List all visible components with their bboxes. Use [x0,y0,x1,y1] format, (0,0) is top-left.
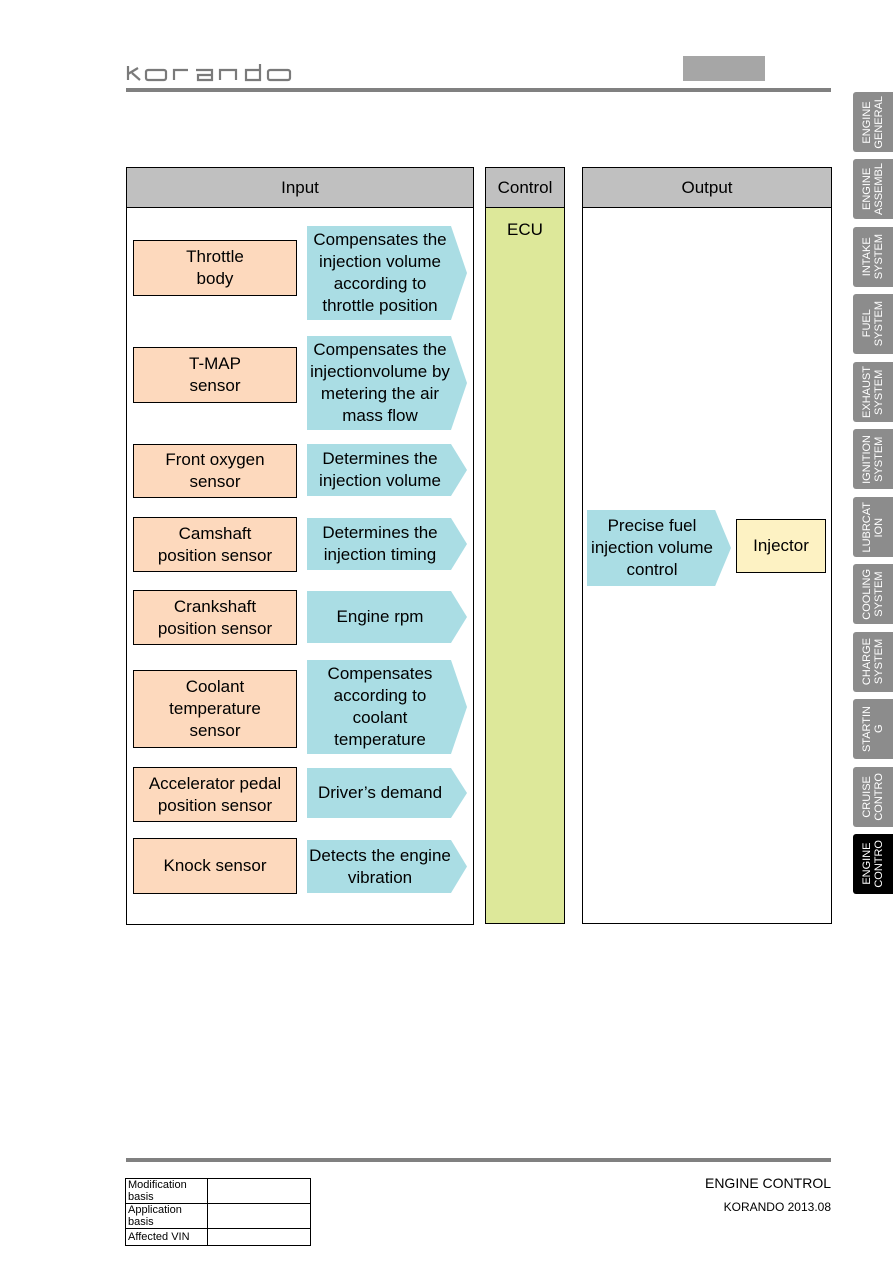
side-tab-lubrication[interactable]: LUBRCAT ION [853,497,893,557]
affected-vin-value [207,1228,311,1246]
table-row: Affected VIN [125,1228,311,1246]
output-column-header: Output [582,167,832,208]
sensor-accelerator-pedal: Accelerator pedal position sensor [133,767,297,822]
side-tab-charge-system[interactable]: CHARGE SYSTEM [853,632,893,692]
side-tab-engine-general[interactable]: ENGINE GENERAL [853,92,893,152]
footer-section-title: ENGINE CONTROL [704,1175,831,1191]
modification-basis-label: Modification basis [125,1178,208,1204]
sensor-knock: Knock sensor [133,838,297,894]
sensor-camshaft-position: Camshaft position sensor [133,517,297,572]
arrow-knock-function: Detects the engine vibration [307,840,467,893]
input-column-header: Input [126,167,474,208]
footer-manual-id: KORANDO 2013.08 [723,1200,831,1214]
sensor-throttle-body: Throttle body [133,240,297,296]
revision-table: Modification basis Application basis Aff… [125,1178,311,1246]
modification-basis-value [207,1178,311,1204]
side-tab-intake-system[interactable]: INTAKE SYSTEM [853,227,893,287]
control-column-header: Control [485,167,565,208]
sensor-tmap: T-MAP sensor [133,347,297,403]
side-tab-exhaust-system[interactable]: EXHAUST SYSTEM [853,362,893,422]
application-basis-value [207,1203,311,1229]
sensor-crankshaft-position: Crankshaft position sensor [133,590,297,645]
arrow-oxygen-function: Determines the injection volume [307,444,467,496]
side-tab-engine-control[interactable]: ENGINE CONTRO [853,834,893,894]
affected-vin-label: Affected VIN [125,1228,208,1246]
footer-rule [126,1158,831,1162]
side-tab-ignition-system[interactable]: IGNITION SYSTEM [853,429,893,489]
arrow-throttle-function: Compensates the injection volume accordi… [307,226,467,320]
side-tab-starting[interactable]: STARTIN G [853,699,893,759]
arrow-camshaft-function: Determines the injection timing [307,518,467,570]
arrow-crankshaft-function: Engine rpm [307,591,467,643]
table-row: Modification basis [125,1178,311,1204]
arrow-coolant-function: Compensates according to coolant tempera… [307,660,467,754]
side-tab-engine-assembly[interactable]: ENGINE ASSEMBL [853,159,893,219]
sensor-front-oxygen: Front oxygen sensor [133,444,297,498]
ecu-label: ECU [507,220,543,239]
arrow-tmap-function: Compensates the injectionvolume by meter… [307,336,467,430]
injector-box: Injector [736,519,826,573]
sensor-coolant-temperature: Coolant temperature sensor [133,670,297,748]
side-tab-cruise-control[interactable]: CRUISE CONTRO [853,767,893,827]
header-rule [126,88,831,92]
side-tab-fuel-system[interactable]: FUEL SYSTEM [853,294,893,354]
application-basis-label: Application basis [125,1203,208,1229]
side-tab-cooling-system[interactable]: COOLING SYSTEM [853,564,893,624]
arrow-output-function: Precise fuel injection volume control [587,510,731,586]
page-number-tab [683,56,765,81]
ecu-column [485,207,565,924]
arrow-accelerator-function: Driver’s demand [307,768,467,818]
korando-logo [126,64,292,82]
table-row: Application basis [125,1203,311,1229]
